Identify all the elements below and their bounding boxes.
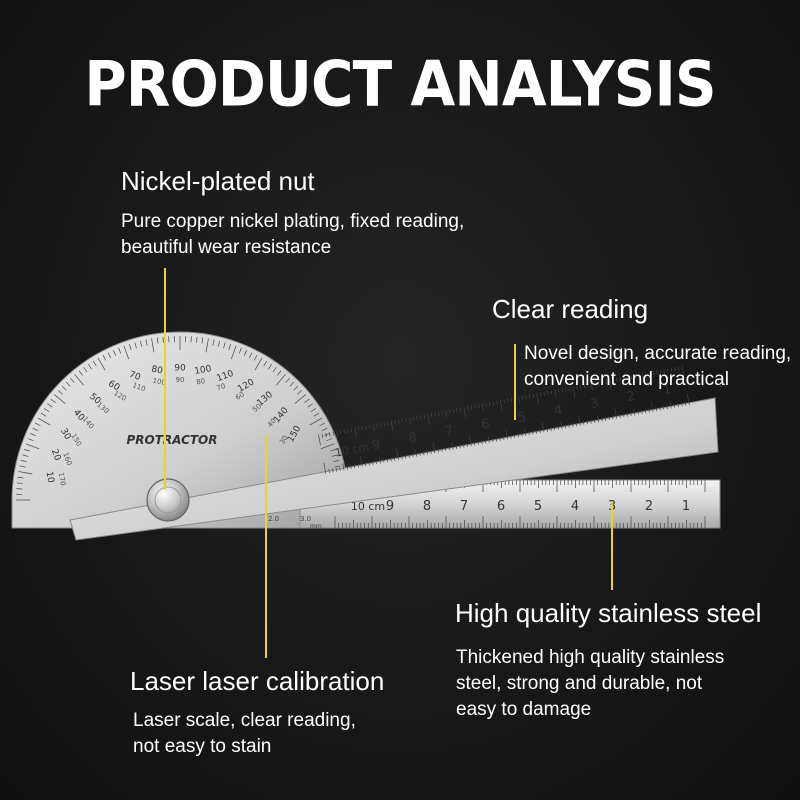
base-ruler-number: 1 bbox=[682, 499, 690, 514]
laser-description: Laser scale, clear reading, not easy to … bbox=[133, 710, 356, 757]
protractor-head bbox=[11, 331, 349, 529]
base-ruler-number: 9 bbox=[386, 499, 394, 514]
arm-ruler-number: 4 bbox=[553, 403, 564, 419]
arm-ruler-number: 9 bbox=[371, 437, 382, 453]
arm-ruler-number: 6 bbox=[480, 417, 491, 433]
protractor-outer-label: 10 bbox=[44, 471, 56, 484]
base-ruler-number: 6 bbox=[497, 499, 505, 514]
base-ruler-unit: 10 cm bbox=[351, 500, 385, 513]
protractor-outer-label: 90 bbox=[174, 364, 186, 374]
protractor-inner-label: 60 bbox=[234, 390, 246, 401]
steel-pointer-line bbox=[611, 502, 613, 590]
base-ruler-number: 5 bbox=[534, 499, 542, 514]
base-mark-2: 3.0 bbox=[300, 515, 311, 523]
arm-ruler-unit: 10 cm bbox=[334, 440, 370, 459]
protractor-inner-label: 90 bbox=[176, 376, 185, 384]
laser-pointer-line bbox=[265, 435, 267, 658]
protractor-inner-label: 50 bbox=[251, 402, 263, 414]
arm-ruler-number: 5 bbox=[516, 410, 527, 426]
protractor-scale-ticks bbox=[16, 336, 344, 501]
arm-ruler-number: 3 bbox=[589, 396, 600, 412]
protractor-inner-label: 100 bbox=[152, 377, 167, 387]
protractor-inner-label: 80 bbox=[196, 377, 206, 386]
nut-heading: Nickel-plated nut bbox=[121, 166, 315, 196]
swing-arm-scale: 1 2 3 4 5 6 7 8 910 cm bbox=[318, 365, 690, 474]
reading-pointer-line bbox=[514, 344, 516, 420]
protractor-inner-label: 40 bbox=[266, 417, 278, 429]
base-ruler-number: 2 bbox=[645, 499, 653, 514]
arm-ruler-number: 8 bbox=[407, 430, 418, 446]
protractor-label: PROTRACTOR bbox=[126, 433, 217, 447]
arm-ruler-number: 7 bbox=[444, 423, 455, 439]
reading-heading: Clear reading bbox=[492, 294, 649, 324]
nut-pointer-line bbox=[164, 268, 166, 490]
nickel-nut bbox=[146, 478, 190, 522]
base-ruler-number: 4 bbox=[571, 499, 579, 514]
protractor-inner-label: 170 bbox=[57, 472, 67, 487]
protractor-outer-label: 80 bbox=[150, 365, 163, 377]
protractor-outer-label: 20 bbox=[49, 448, 62, 462]
arm-ruler-number: 2 bbox=[625, 389, 636, 405]
laser-heading: Laser laser calibration bbox=[130, 666, 385, 696]
arm-ruler-number: 1 bbox=[662, 382, 673, 398]
base-ruler-number: 8 bbox=[423, 499, 431, 514]
steel-description: Thickened high quality stainless steel, … bbox=[456, 647, 725, 720]
base-mark-unit: mm bbox=[310, 523, 322, 530]
protractor-inner-label: 70 bbox=[215, 382, 226, 393]
nut-description: Pure copper nickel plating, fixed readin… bbox=[121, 211, 465, 258]
protractor-inner-label: 30 bbox=[278, 434, 289, 446]
protractor-outer-label: 100 bbox=[194, 364, 213, 377]
reading-description: Novel design, accurate reading, convenie… bbox=[524, 343, 792, 390]
base-ruler-number: 7 bbox=[460, 499, 468, 514]
protractor-outer-label: 70 bbox=[128, 370, 142, 383]
base-mark-1: 2.0 bbox=[268, 515, 279, 523]
page-title: PRODUCT ANALYSIS bbox=[84, 47, 716, 121]
steel-heading: High quality stainless steel bbox=[455, 598, 762, 628]
